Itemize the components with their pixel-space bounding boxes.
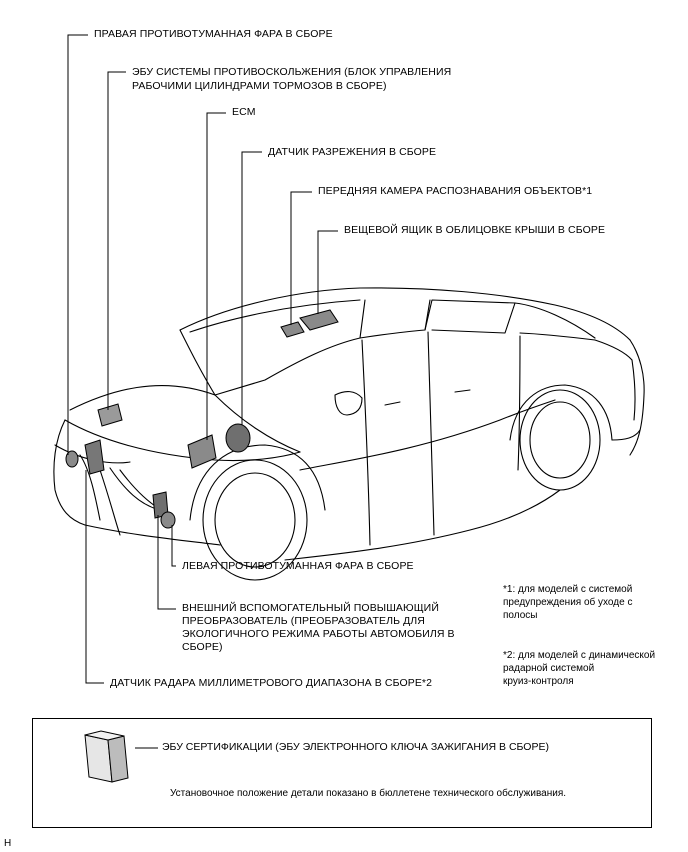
footnote-2: *2: для моделей с динамической радарной …	[503, 649, 683, 688]
footnote-1-line3: полосы	[503, 610, 538, 621]
footnote-1: *1: для моделей с системой предупреждени…	[503, 583, 683, 622]
components	[65, 309, 339, 529]
front-camera-icon	[280, 321, 305, 338]
footnote-2-line2: радарной системой	[503, 663, 595, 674]
label-certification-ecu: ЭБУ СЕРТИФИКАЦИИ (ЭБУ ЭЛЕКТРОННОГО КЛЮЧА…	[162, 741, 549, 753]
roof-console-icon	[299, 309, 339, 331]
bulletin-note: Установочное положение детали показано в…	[170, 788, 567, 799]
label-left-fog-lamp: ЛЕВАЯ ПРОТИВОТУМАННАЯ ФАРА В СБОРЕ	[182, 560, 414, 572]
label-right-fog-lamp: ПРАВАЯ ПРОТИВОТУМАННАЯ ФАРА В СБОРЕ	[94, 28, 333, 40]
label-ecm: ECM	[232, 106, 256, 118]
certification-ecu-icon	[84, 730, 129, 783]
label-converter-line4: СБОРЕ)	[182, 641, 223, 653]
ecm-icon	[187, 434, 217, 469]
label-converter-line1: ВНЕШНИЙ ВСПОМОГАТЕЛЬНЫЙ ПОВЫШАЮЩИЙ	[182, 602, 439, 614]
footnote-2-line1: *2: для моделей с динамической	[503, 650, 656, 661]
car-outline	[53, 287, 645, 581]
brake-booster-icon	[225, 423, 251, 453]
footnote-1-line2: предупреждения об уходе с	[503, 597, 633, 608]
radar-sensor-icon	[84, 439, 105, 475]
skid-control-ecu-icon	[97, 403, 123, 427]
footnote-1-line1: *1: для моделей с системой	[503, 584, 633, 595]
left-fog-lamp-icon	[160, 511, 176, 529]
leader-lines	[67, 34, 338, 749]
label-converter-line2: ПРЕОБРАЗОВАТЕЛЬ (ПРЕОБРАЗОВАТЕЛЬ ДЛЯ	[182, 615, 425, 627]
label-skid-control-ecu-line1: ЭБУ СИСТЕМЫ ПРОТИВОСКОЛЬЖЕНИЯ (БЛОК УПРА…	[132, 66, 452, 78]
right-fog-lamp-icon	[65, 450, 79, 468]
label-front-camera: ПЕРЕДНЯЯ КАМЕРА РАСПОЗНАВАНИЯ ОБЪЕКТОВ*1	[318, 185, 593, 197]
legend-box	[32, 718, 652, 828]
footnote-2-line3: круиз-контроля	[503, 676, 574, 687]
label-radar-sensor: ДАТЧИК РАДАРА МИЛЛИМЕТРОВОГО ДИАПАЗОНА В…	[110, 677, 433, 689]
label-converter-line3: ЭКОЛОГИЧНОГО РЕЖИМА РАБОТЫ АВТОМОБИЛЯ В	[182, 628, 455, 640]
corner-mark: H	[4, 838, 12, 849]
label-roof-console: ВЕЩЕВОЙ ЯЩИК В ОБЛИЦОВКЕ КРЫШИ В СБОРЕ	[344, 224, 606, 236]
label-vacuum-sensor: ДАТЧИК РАЗРЕЖЕНИЯ В СБОРЕ	[268, 146, 437, 158]
label-skid-control-ecu-line2: РАБОЧИМИ ЦИЛИНДРАМИ ТОРМОЗОВ В СБОРЕ)	[132, 80, 387, 92]
